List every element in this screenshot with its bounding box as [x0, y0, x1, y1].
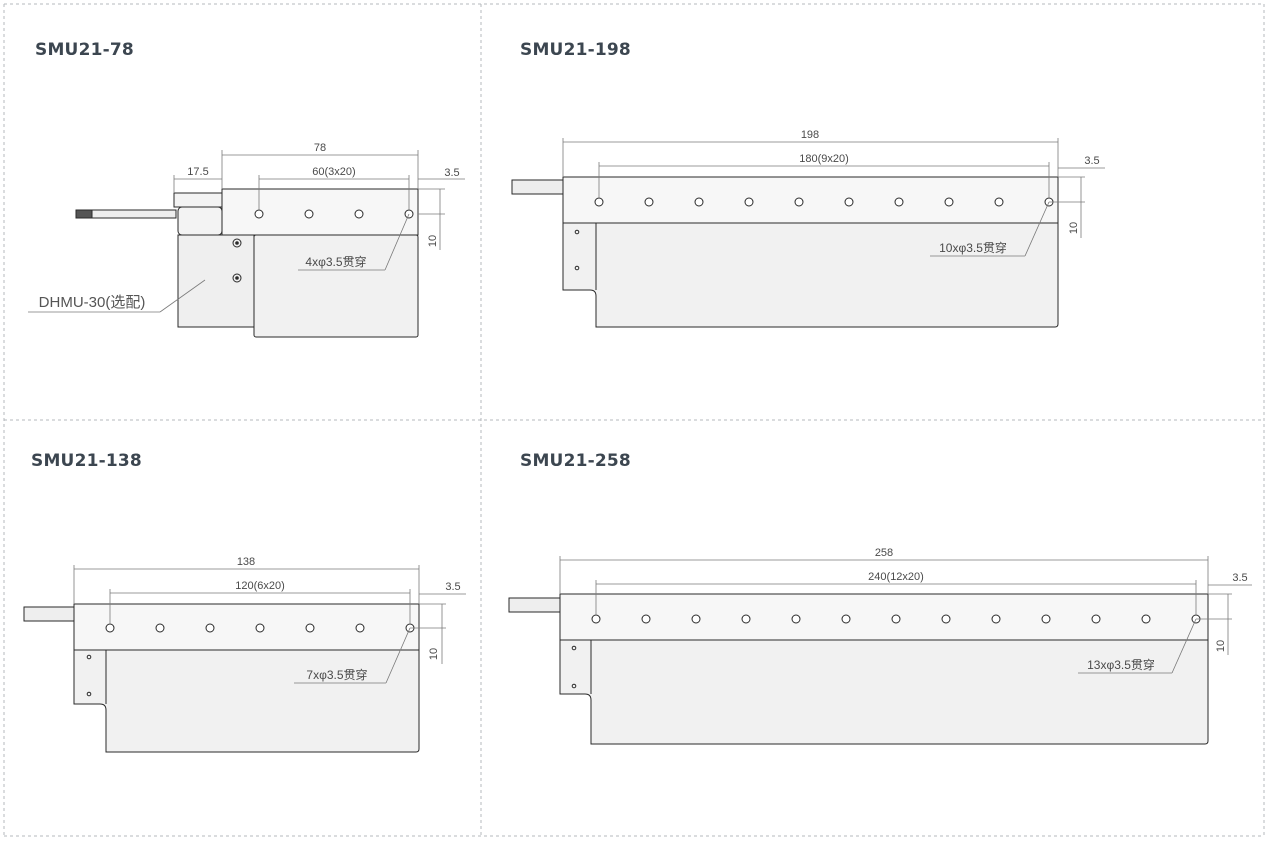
- top-rail: [221, 188, 419, 236]
- overall-length-label: 198: [801, 129, 819, 141]
- hole-pitch-label: 180(9x20): [799, 153, 849, 165]
- hole-pitch-label: 60(3x20): [312, 166, 355, 178]
- main-body: [559, 639, 1209, 745]
- panel-title: SMU21-138: [31, 451, 142, 471]
- dhmu-block: [177, 234, 255, 328]
- cable: [75, 209, 177, 219]
- panel-title: SMU21-78: [35, 40, 134, 60]
- hole-note: 4xφ3.5贯穿: [305, 254, 366, 269]
- hole-pitch-label: 120(6x20): [235, 580, 285, 592]
- edge-offset-label: 3.5: [1232, 572, 1247, 584]
- top-rail: [559, 593, 1209, 641]
- hole-note: 7xφ3.5贯穿: [306, 667, 367, 682]
- edge-offset-label: 3.5: [1084, 155, 1099, 167]
- main-body: [562, 222, 1059, 328]
- overall-length-label: 138: [237, 556, 255, 568]
- mounting-holes: [105, 623, 415, 633]
- mounting-holes: [594, 197, 1054, 207]
- overall-length-label: 78: [314, 142, 326, 154]
- main-body: [73, 649, 420, 753]
- cable-offset-label: 17.5: [187, 166, 208, 178]
- mounting-holes: [254, 209, 414, 219]
- panel-title: SMU21-258: [520, 451, 631, 471]
- edge-offset-label: 3.5: [445, 581, 460, 593]
- edge-offset-label: 3.5: [444, 167, 459, 179]
- hole-note: 13xφ3.5贯穿: [1087, 657, 1155, 672]
- panel-title: SMU21-198: [520, 40, 631, 60]
- option-label: DHMU-30(选配): [39, 294, 146, 311]
- height-label: 10: [1215, 640, 1227, 652]
- hole-note: 10xφ3.5贯穿: [939, 240, 1007, 255]
- hole-pitch-label: 240(12x20): [868, 571, 924, 583]
- cable: [508, 597, 561, 613]
- height-label: 10: [427, 235, 439, 247]
- height-label: 10: [1068, 222, 1080, 234]
- overall-length-label: 258: [875, 547, 893, 559]
- height-label: 10: [428, 648, 440, 660]
- mounting-holes: [591, 614, 1201, 624]
